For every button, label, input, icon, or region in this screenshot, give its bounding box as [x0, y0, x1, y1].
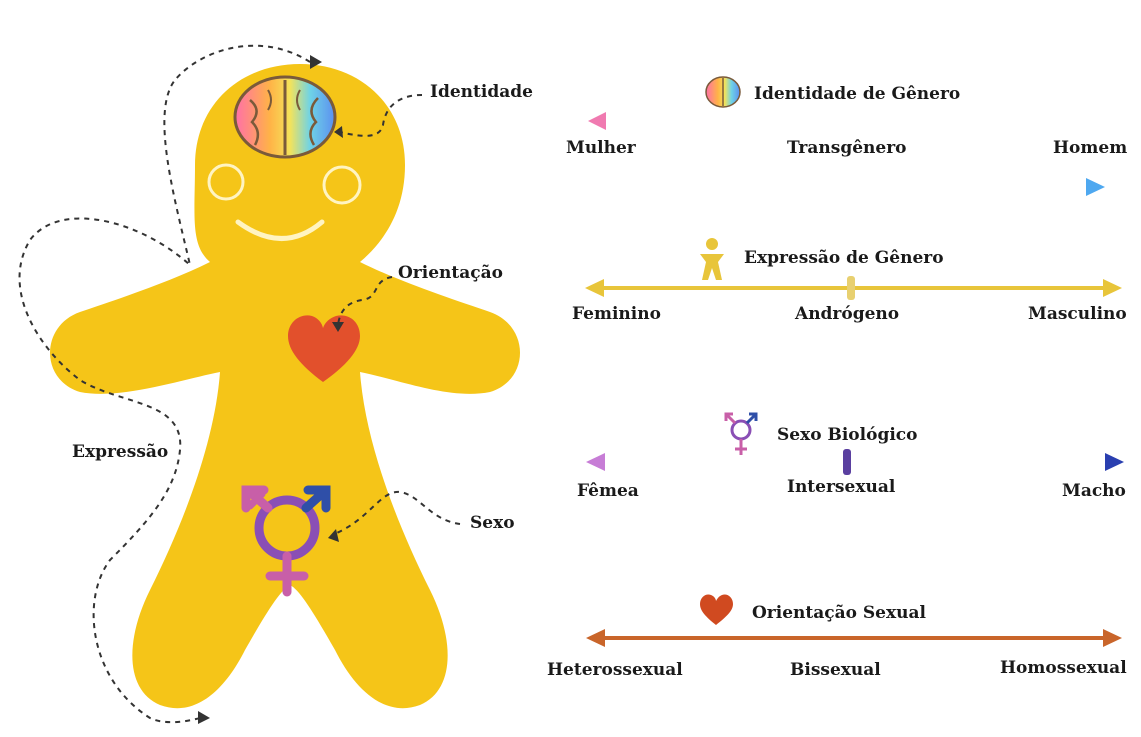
- expressao-left: Feminino: [572, 304, 661, 324]
- sexo-middle: Intersexual: [787, 477, 895, 497]
- label-sexo: Sexo: [470, 513, 515, 533]
- heart-small-icon: [700, 594, 733, 625]
- arrowhead-bottom: [198, 711, 210, 724]
- orientacao-title: Orientação Sexual: [752, 603, 926, 623]
- sexo-marker: [843, 449, 851, 475]
- orientacao-right: Homossexual: [1000, 658, 1127, 678]
- figure-body: [50, 64, 520, 708]
- brain-icon: [235, 77, 335, 157]
- identidade-right: Homem: [1053, 138, 1127, 158]
- brain-small-icon: [706, 77, 740, 107]
- expressao-right: Masculino: [1028, 304, 1127, 324]
- identidade-middle: Transgênero: [787, 138, 907, 158]
- identidade-left: Mulher: [566, 138, 636, 158]
- sexo-title: Sexo Biológico: [777, 425, 917, 445]
- identidade-title: Identidade de Gênero: [754, 84, 960, 104]
- transgender-small-icon: [726, 414, 756, 455]
- sexo-right: Macho: [1062, 481, 1126, 501]
- orientacao-left: Heterossexual: [547, 660, 683, 680]
- orientacao-middle: Bissexual: [790, 660, 881, 680]
- label-expressao: Expressão: [72, 442, 168, 462]
- person-icon: [700, 238, 724, 280]
- label-identidade: Identidade: [430, 82, 533, 102]
- gingerbread-figure: [0, 0, 560, 737]
- expressao-title: Expressão de Gênero: [744, 248, 944, 268]
- expressao-marker: [847, 276, 855, 300]
- label-orientacao: Orientação: [398, 263, 503, 283]
- expressao-middle: Andrógeno: [795, 304, 899, 324]
- sexo-left: Fêmea: [577, 481, 639, 501]
